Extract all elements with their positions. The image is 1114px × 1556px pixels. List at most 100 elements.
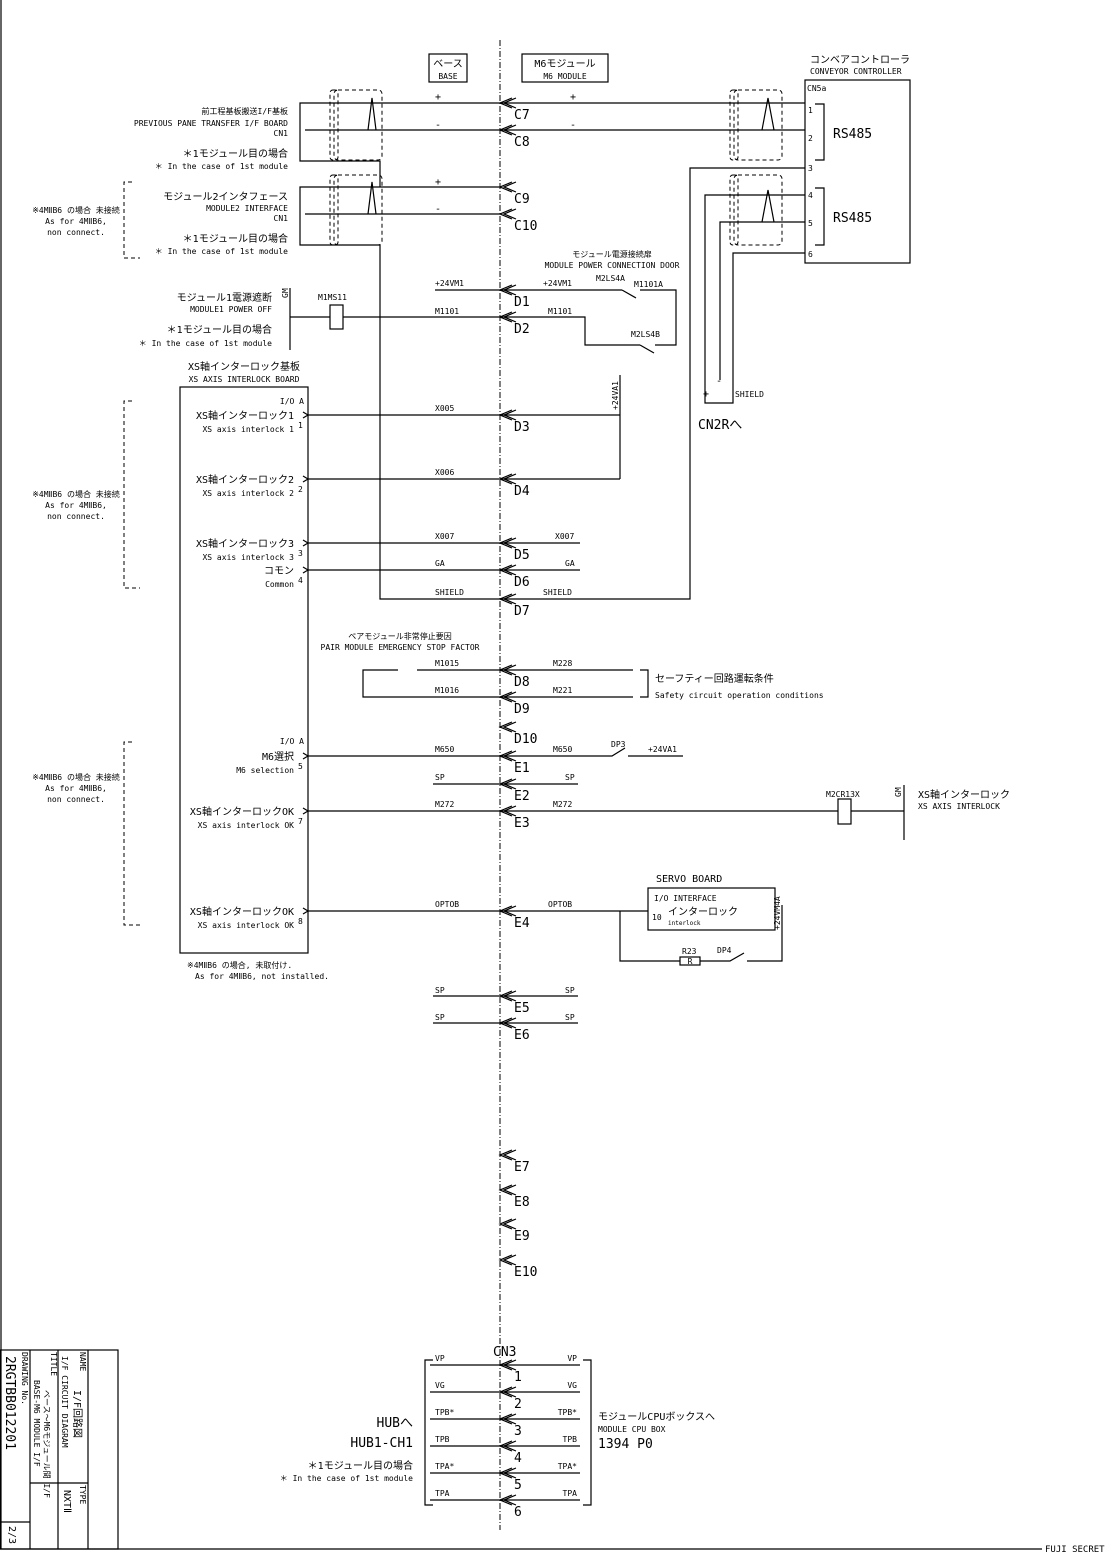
rs485-cn2r-wires <box>704 189 805 404</box>
xs-item-pin: 3 <box>298 549 303 558</box>
cn3-signal: TPB <box>435 1435 450 1444</box>
signal-label: X007 <box>555 532 574 541</box>
connector-label: E9 <box>514 1229 530 1244</box>
shield-symbol <box>333 89 383 161</box>
rs485-label: RS485 <box>833 211 872 226</box>
xs-board-title-ja: XS軸インターロック基板 <box>188 360 300 373</box>
cpu-box-port: 1394 P0 <box>598 1437 653 1452</box>
pin-mark <box>302 539 309 547</box>
connector-label: E5 <box>514 1001 530 1016</box>
connector-label: C9 <box>514 192 530 207</box>
signal-plus: + <box>570 92 576 103</box>
connector-label: E4 <box>514 916 530 931</box>
signal-label: M272 <box>553 800 572 809</box>
power-wires <box>289 288 677 350</box>
non-connect-en: As for 4MⅡB6, <box>45 217 107 226</box>
connector-label: E3 <box>514 816 530 831</box>
pin: 1 <box>808 106 813 115</box>
shield-symbol <box>733 174 783 246</box>
base-label-ja: ベース <box>433 58 463 70</box>
xs-item-en: M6 selection <box>236 766 294 775</box>
signal-label: +24VM1 <box>435 279 464 288</box>
m6-module-box <box>521 53 609 83</box>
connector-mark <box>498 208 517 220</box>
connector-label: E7 <box>514 1160 530 1175</box>
cn3-pin-number: 5 <box>514 1478 522 1493</box>
switch-label: M2LS4A <box>596 274 625 283</box>
connector-label: E10 <box>514 1265 537 1280</box>
title-block: NAME I/F回路図 I/F CIRCUIT DIAGRAM TITLE ベー… <box>0 1349 119 1550</box>
signal-label: OPTOB <box>435 900 459 909</box>
m2cr13x-coil <box>837 798 852 825</box>
signal-plus: + <box>435 92 441 103</box>
connector-label: D3 <box>514 420 530 435</box>
m1ms11-label: M1MS11 <box>318 293 347 302</box>
io-a-label: I/O A <box>280 397 304 406</box>
connector-mark <box>498 1494 517 1506</box>
not-installed-ja: ※4MⅡB6 の場合, 未取付け. <box>187 960 292 970</box>
xs-item-en: Common <box>265 580 294 589</box>
cpu-box-ja: モジュールCPUボックスへ <box>598 1411 715 1423</box>
option-bracket <box>123 741 140 926</box>
xs-item-ja: XS軸インターロック3 <box>196 537 294 550</box>
connector-mark <box>498 1149 517 1161</box>
non-connect-en: non connect. <box>47 795 105 804</box>
power-off-ja: モジュール1電源遮断 <box>177 291 272 304</box>
prev-board-cn: CN1 <box>274 129 289 138</box>
title-en: BASE-M6 MODULE I/F <box>32 1380 41 1467</box>
cn3-signal: TPB <box>563 1435 578 1444</box>
base-label-en: BASE <box>438 72 457 81</box>
cn3-signal: TPB* <box>435 1408 454 1417</box>
base-box <box>428 53 468 83</box>
conveyor-en: CONVEYOR CONTROLLER <box>810 67 902 76</box>
servo-io-label: I/O INTERFACE <box>654 894 717 903</box>
connector-label: D6 <box>514 575 530 590</box>
signal-minus: - <box>435 120 441 131</box>
e5-e6-wires <box>433 995 578 1024</box>
r23-resistor <box>679 956 701 966</box>
signal-label: M272 <box>435 800 454 809</box>
sheet-number: 2/3 <box>6 1526 17 1544</box>
connector-label: D9 <box>514 702 530 717</box>
non-connect-ja: ※4MⅡB6 の場合 未接続 <box>32 489 120 499</box>
pair-module-ja: ペアモジュール非常停止要因 <box>348 631 451 641</box>
signal-label: X005 <box>435 404 454 413</box>
pin-mark <box>302 566 309 574</box>
xs-interlock-board <box>179 386 309 954</box>
note-ja: ＊1モジュール目の場合 <box>183 232 288 245</box>
gm-label: GM <box>894 787 903 797</box>
module-label-en: M6 MODULE <box>543 72 587 81</box>
io-a-label: I/O A <box>280 737 304 746</box>
xs-item-en: XS axis interlock 3 <box>202 553 294 562</box>
xs-item-en: XS axis interlock OK <box>198 821 295 830</box>
xs-item-en: XS axis interlock OK <box>198 921 295 930</box>
cn5a-label: CN5a <box>807 84 826 93</box>
cn3-signal: TPA* <box>435 1462 454 1471</box>
signal-label: SP <box>435 986 445 995</box>
rs485-brackets <box>815 103 825 246</box>
connector-label: D7 <box>514 604 530 619</box>
note-ja: ＊1モジュール目の場合 <box>308 1459 413 1472</box>
connector-mark <box>498 1218 517 1230</box>
shield-symbol <box>733 89 783 161</box>
e4-wires <box>308 905 783 962</box>
signal-label: M221 <box>553 686 572 695</box>
option-bracket <box>123 181 140 259</box>
shield-wires <box>299 102 805 600</box>
module2-ja: モジュール2インタフェース <box>163 191 288 203</box>
connector-mark <box>498 1467 517 1479</box>
connector-label: C10 <box>514 219 537 234</box>
door-switch-contacts <box>621 289 655 354</box>
xs-item-pin: 5 <box>298 762 303 771</box>
note-en: ＊ In the case of 1st module <box>155 247 288 256</box>
connector-label: D10 <box>514 732 537 747</box>
shield-symbol <box>333 174 383 246</box>
connector-labels: C7C8C9C10D1D2D3D4D5D6D7D8D9D10E1E2E3E4E5… <box>514 108 537 1280</box>
xs-item-pin: 7 <box>298 817 303 826</box>
non-connect-ja: ※4MⅡB6 の場合 未接続 <box>32 205 120 215</box>
connector-label: E2 <box>514 789 530 804</box>
xs-item-en: XS axis interlock 1 <box>202 425 294 434</box>
signal-minus: - <box>435 204 441 215</box>
shield-symbol <box>729 89 739 161</box>
connector-label: E6 <box>514 1028 530 1043</box>
